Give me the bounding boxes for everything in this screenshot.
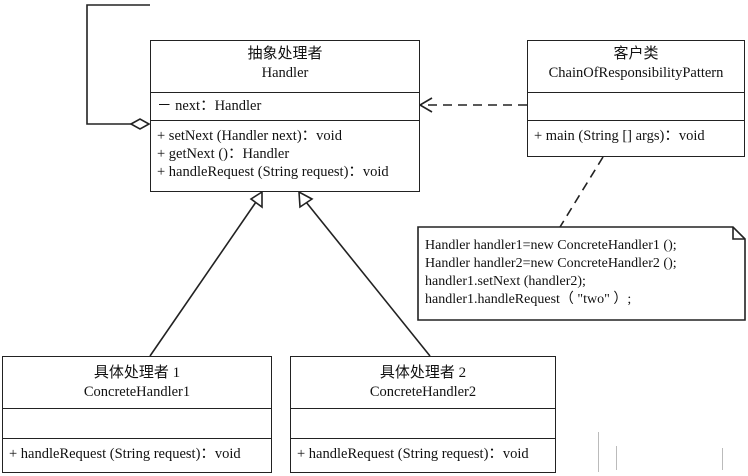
attributes-section	[3, 408, 271, 438]
operation: + setNext (Handler next)：void	[157, 128, 342, 144]
class-name-cn: 抽象处理者	[247, 46, 323, 62]
scan-artifact	[616, 446, 617, 470]
operations-section: + handleRequest (String request)：void	[3, 438, 271, 463]
generalization-line-1	[149, 201, 257, 357]
attributes-section	[528, 92, 744, 120]
class-name-section: 具体处理者 2 ConcreteHandler2	[291, 357, 555, 408]
client-class: 客户类 ChainOfResponsibilityPattern + main …	[527, 40, 745, 157]
operation: + main (String [] args)：void	[534, 128, 705, 144]
attribute: － next：Handler	[157, 98, 262, 114]
note-anchor-line	[559, 156, 604, 228]
class-name-en: ConcreteHandler1	[83, 384, 191, 400]
generalization-triangle-icon-1	[249, 190, 263, 209]
attributes-section	[291, 408, 555, 438]
code-note: Handler handler1=new ConcreteHandler1 ()…	[425, 237, 677, 309]
note-shape	[417, 226, 746, 321]
scan-artifact	[722, 448, 723, 470]
operation: + handleRequest (String request)：void	[297, 446, 529, 462]
class-name-section: 抽象处理者 Handler	[151, 41, 419, 92]
note-line: Handler handler2=new ConcreteHandler2 ()…	[425, 256, 677, 271]
class-name-en: ConcreteHandler2	[369, 384, 477, 400]
operation: + handleRequest (String request)：void	[157, 164, 389, 180]
operations-section: + main (String [] args)：void	[528, 120, 744, 145]
note-line: Handler handler1=new ConcreteHandler1 ()…	[425, 238, 677, 253]
class-name-cn: 客户类	[613, 46, 659, 62]
class-name-cn: 具体处理者 1	[93, 365, 181, 381]
operation: + handleRequest (String request)：void	[9, 446, 241, 462]
generalization-line-2	[305, 201, 431, 357]
scan-artifact	[598, 432, 599, 472]
self-aggregation-line	[86, 4, 150, 125]
operation: + getNext ()：Handler	[157, 146, 290, 162]
note-fold-icon	[732, 227, 745, 240]
class-name-section: 具体处理者 1 ConcreteHandler1	[3, 357, 271, 408]
class-name-en: Handler	[261, 65, 309, 81]
class-name-section: 客户类 ChainOfResponsibilityPattern	[528, 41, 744, 92]
class-name-en: ChainOfResponsibilityPattern	[548, 65, 724, 81]
dependency-arrow-icon	[418, 97, 433, 113]
generalization-triangle-icon-2	[298, 190, 314, 209]
operations-section: + handleRequest (String request)：void	[291, 438, 555, 463]
note-line: handler1.setNext (handler2);	[425, 274, 586, 289]
concrete-handler-1-class: 具体处理者 1 ConcreteHandler1 + handleRequest…	[2, 356, 272, 473]
concrete-handler-2-class: 具体处理者 2 ConcreteHandler2 + handleRequest…	[290, 356, 556, 473]
class-name-cn: 具体处理者 2	[379, 365, 467, 381]
handler-class: 抽象处理者 Handler － next：Handler + setNext (…	[150, 40, 420, 192]
attributes-section: － next：Handler	[151, 92, 419, 120]
operations-section: + setNext (Handler next)：void + getNext …	[151, 120, 419, 181]
note-line: handler1.handleRequest（ "two" ）;	[425, 292, 632, 307]
aggregation-diamond-icon	[129, 118, 151, 130]
